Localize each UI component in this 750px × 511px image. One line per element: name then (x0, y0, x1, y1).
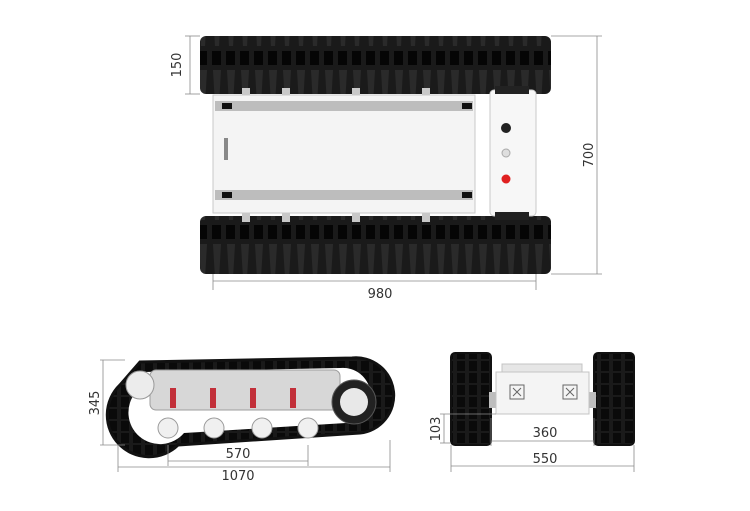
fan-vent-left-icon (509, 384, 525, 400)
dim-outer-width: 550 (533, 452, 558, 467)
dim-height: 345 (88, 391, 103, 416)
dim-overall-length-top: 980 (368, 287, 393, 302)
front-view: 103 360 550 (429, 352, 635, 472)
front-axle-right (588, 392, 596, 408)
side-frame (149, 369, 341, 411)
connector-strip (224, 138, 228, 160)
axle-shafts (242, 88, 430, 222)
control-box (489, 89, 537, 217)
emergency-stop-icon (501, 174, 511, 184)
lower-track (200, 216, 551, 274)
dim-ground-clearance: 103 (429, 417, 444, 442)
upper-track (200, 36, 551, 94)
dim-track-width: 150 (170, 53, 185, 78)
power-knob-icon (501, 123, 511, 133)
top-view: 150 700 980 (170, 35, 602, 302)
fan-vent-right-icon (562, 384, 578, 400)
suspension-springs (170, 388, 296, 408)
side-view: 345 570 1070 (88, 356, 396, 484)
front-left-track (450, 352, 492, 446)
road-wheels (157, 417, 319, 439)
front-axle-left (489, 392, 497, 408)
front-idler (125, 370, 155, 400)
indicator-light-icon (501, 148, 511, 158)
dim-inner-width: 360 (533, 426, 558, 441)
top-rail-upper (215, 101, 473, 111)
top-rail-lower (215, 190, 473, 200)
front-body (495, 371, 590, 415)
front-right-track (593, 352, 635, 446)
dim-overall-width: 700 (582, 143, 597, 168)
dim-wheelbase: 570 (226, 447, 251, 462)
dim-overall-length-side: 1070 (221, 469, 254, 484)
